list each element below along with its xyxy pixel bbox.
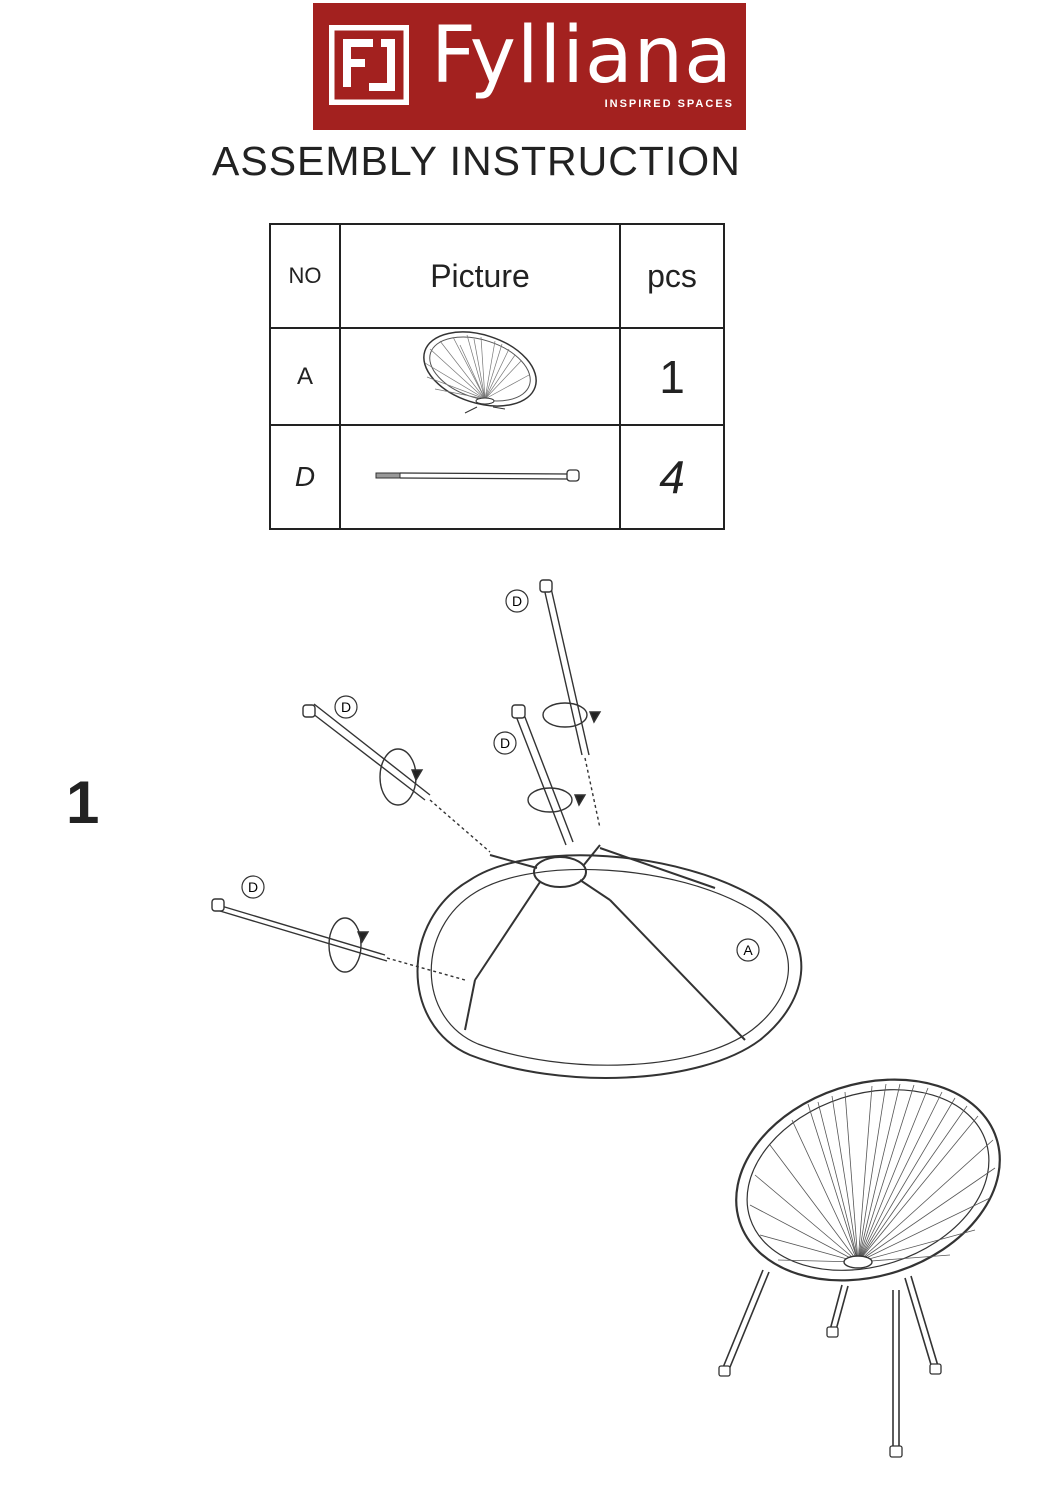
- brand-logo: Fylliana INSPIRED SPACES: [313, 3, 746, 130]
- parts-table: NO Picture pcs A: [269, 223, 725, 530]
- callout-d-label: D: [512, 593, 522, 609]
- brand-name: Fylliana: [431, 11, 733, 101]
- part-no: D: [269, 424, 341, 530]
- leg-rod-icon: [375, 468, 580, 482]
- header-picture: Picture: [339, 223, 621, 329]
- table-header-row: NO Picture pcs: [269, 223, 725, 329]
- table-row: A 1: [269, 327, 725, 426]
- callout-d-label: D: [248, 879, 258, 895]
- header-pcs: pcs: [619, 223, 725, 329]
- assembly-diagram: A D D D D: [211, 579, 1001, 1458]
- part-picture: [339, 327, 621, 426]
- callout-a: A: [736, 938, 760, 962]
- callout-a-label: A: [743, 942, 753, 958]
- document-title: ASSEMBLY INSTRUCTION: [212, 138, 741, 184]
- logo-mark-icon: [329, 25, 409, 105]
- callout-d-2: D: [334, 695, 358, 719]
- step-number: 1: [66, 769, 100, 836]
- seat-part: [416, 844, 803, 1079]
- table-row: D 4: [269, 424, 725, 530]
- part-no: A: [269, 327, 341, 426]
- part-qty: 4: [619, 424, 725, 530]
- callout-d-label: D: [341, 699, 351, 715]
- header-no: NO: [269, 223, 341, 329]
- chair-seat-icon: [423, 331, 537, 414]
- leg-rods: [211, 579, 601, 981]
- callout-d-3: D: [493, 731, 517, 755]
- part-picture: [339, 424, 621, 530]
- brand-tagline: INSPIRED SPACES: [604, 98, 734, 110]
- rotate-arrow-icons: [328, 702, 602, 973]
- part-qty: 1: [619, 327, 725, 426]
- callout-d-label: D: [500, 735, 510, 751]
- callout-d-4: D: [241, 875, 265, 899]
- callout-d-1: D: [505, 589, 529, 613]
- assembled-chair: [718, 1078, 1001, 1458]
